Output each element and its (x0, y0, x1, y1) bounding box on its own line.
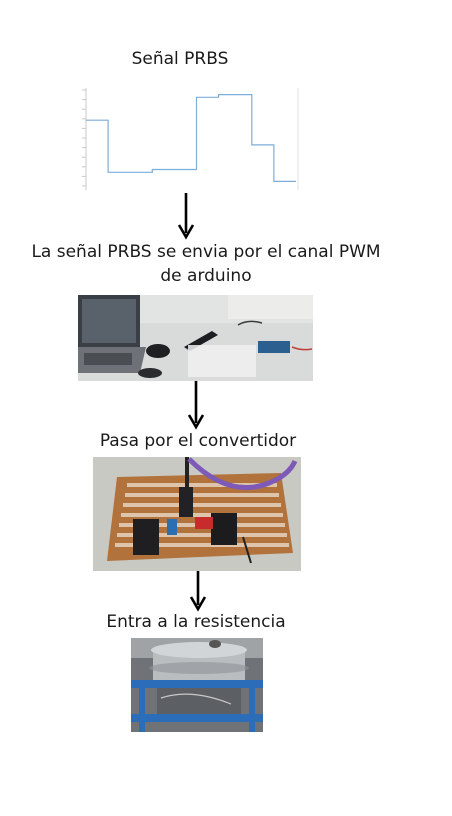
resistance-photo (131, 638, 263, 732)
step3-label: Entra a la resistencia (106, 612, 286, 632)
arduino-setup-photo (78, 295, 313, 381)
prbs-signal-chart (82, 88, 299, 190)
y-axis-ticks (82, 89, 86, 187)
prbs-series-line (86, 94, 296, 183)
down-arrow-2 (187, 381, 205, 430)
title-prbs-signal: Señal PRBS (131, 49, 229, 69)
converter-board-photo (93, 457, 301, 571)
step2-label: Pasa por el convertidor (99, 431, 297, 451)
down-arrow-3 (189, 571, 207, 612)
down-arrow-1 (177, 193, 195, 240)
step1-label: La señal PRBS se envia por el canal PWM … (31, 242, 381, 286)
